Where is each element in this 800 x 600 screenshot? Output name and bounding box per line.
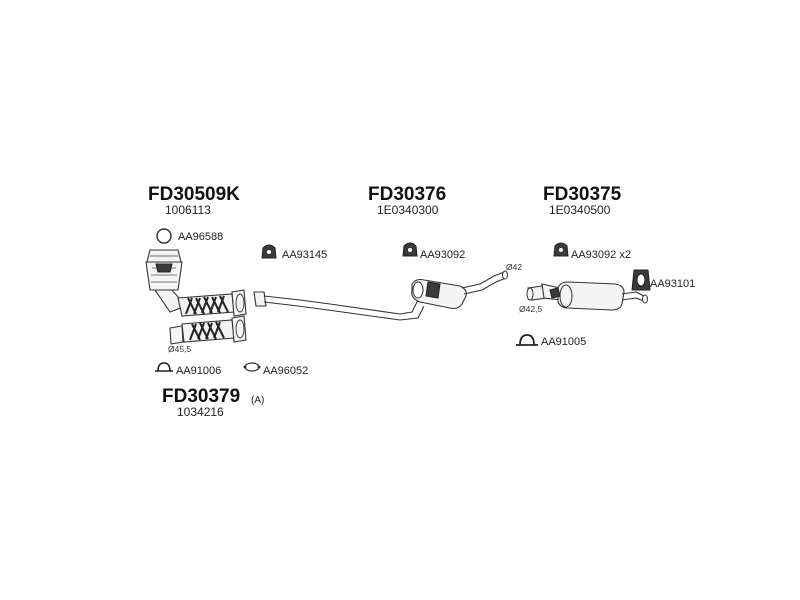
u-clamp-icon [516, 334, 538, 346]
middle-silencer-assembly[interactable] [253, 270, 508, 321]
part-code-front[interactable]: FD30379 [162, 386, 240, 407]
part-code-front-suffix: (A) [251, 395, 264, 406]
accessory-aa96588[interactable]: AA96588 [178, 231, 223, 243]
oem-number-rear: 1E0340500 [549, 203, 611, 217]
gasket-icon [243, 362, 261, 372]
u-clamp-icon [155, 362, 173, 372]
oem-number-catalyst: 1006113 [165, 203, 211, 217]
diameter-rear: Ø42,5 [519, 304, 542, 314]
oem-number-middle: 1E0340300 [377, 203, 439, 217]
oem-number-front: 1034216 [177, 405, 224, 419]
rubber-ring-icon [631, 269, 651, 291]
rubber-mount-icon [402, 242, 418, 257]
accessory-aa93092-middle[interactable]: AA93092 [420, 249, 465, 261]
rear-silencer-assembly[interactable] [526, 281, 648, 311]
part-code-catalyst[interactable]: FD30509K [148, 184, 240, 205]
accessory-aa93092-rear[interactable]: AA93092 x2 [571, 249, 631, 261]
rubber-mount-icon [261, 244, 277, 259]
accessory-aa93101[interactable]: AA93101 [650, 278, 695, 290]
accessory-aa91006[interactable]: AA91006 [176, 365, 221, 377]
ring-gasket-icon [156, 228, 172, 244]
accessory-aa96052[interactable]: AA96052 [263, 365, 308, 377]
accessory-aa91005[interactable]: AA91005 [541, 336, 586, 348]
diameter-middle: Ø42 [506, 262, 522, 272]
catalyst-assembly[interactable] [145, 249, 247, 317]
part-code-rear[interactable]: FD30375 [543, 184, 622, 205]
front-pipe[interactable] [169, 315, 247, 345]
rubber-mount-icon [553, 242, 569, 257]
diameter-front: Ø45,5 [168, 344, 191, 354]
part-code-middle[interactable]: FD30376 [368, 184, 446, 205]
accessory-aa93145[interactable]: AA93145 [282, 249, 327, 261]
